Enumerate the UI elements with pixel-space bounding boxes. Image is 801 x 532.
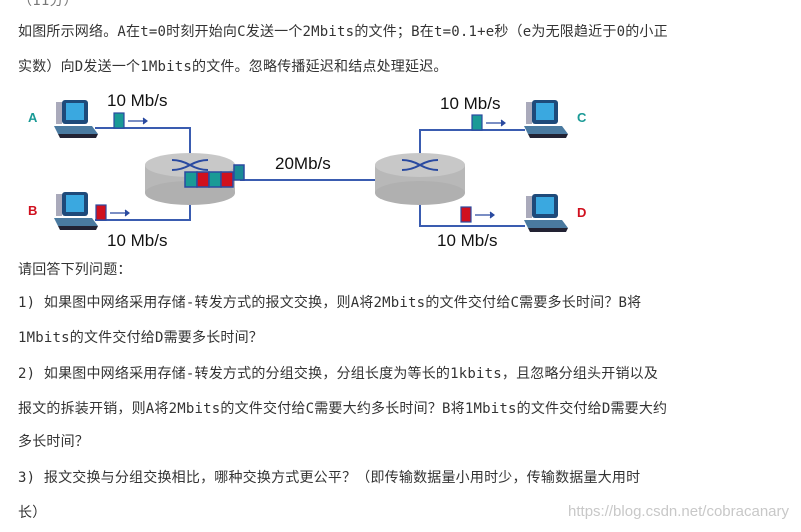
question-1-line-2: 1Mbits的文件交付给D需要多长时间？ bbox=[18, 330, 264, 346]
core-link-rate: 20Mb/s bbox=[275, 154, 331, 173]
link-c-rate: 10 Mb/s bbox=[440, 94, 500, 113]
node-b-label: B bbox=[28, 203, 37, 218]
watermark: https://blog.csdn.net/cobracanary bbox=[568, 503, 789, 520]
header-fragment: （11分） bbox=[18, 0, 78, 9]
computer-d-icon bbox=[524, 194, 568, 232]
questions-intro: 请回答下列问题： bbox=[18, 262, 132, 278]
link-a-rate: 10 Mb/s bbox=[107, 91, 167, 110]
question-2-line-1: 2) 如果图中网络采用存储-转发方式的分组交换，分组长度为等长的1kbits，且… bbox=[18, 366, 659, 382]
question-1-line-1: 1) 如果图中网络采用存储-转发方式的报文交换，则A将2Mbits的文件交付给C… bbox=[18, 295, 642, 311]
question-2-line-3: 多长时间？ bbox=[18, 434, 89, 450]
links bbox=[95, 127, 525, 227]
packets-in-flight bbox=[95, 112, 506, 223]
intro-line-1: 如图所示网络。A在t=0时刻开始向C发送一个2Mbits的文件；B在t=0.1+… bbox=[18, 24, 668, 40]
question-2-line-2: 报文的拆装开销，则A将2Mbits的文件交付给C需要大约多长时间？B将1Mbit… bbox=[18, 401, 668, 417]
computer-a-icon bbox=[54, 100, 98, 138]
computer-b-icon bbox=[54, 192, 98, 230]
node-d-label: D bbox=[577, 205, 586, 220]
router-right-icon bbox=[375, 153, 465, 205]
node-c-label: C bbox=[577, 110, 587, 125]
link-d-rate: 10 Mb/s bbox=[437, 231, 497, 250]
packet-queue bbox=[184, 164, 245, 188]
question-3-line-2: 长） bbox=[18, 505, 47, 521]
link-b-rate: 10 Mb/s bbox=[107, 231, 167, 250]
computer-c-icon bbox=[524, 100, 568, 138]
network-diagram: A B C D 10 Mb/s 10 Mb/s 10 Mb/s 10 Mb/s … bbox=[28, 91, 587, 250]
question-3-line-1: 3) 报文交换与分组交换相比，哪种交换方式更公平？（即传输数据量小用时少，传输数… bbox=[18, 470, 641, 486]
node-a-label: A bbox=[28, 110, 38, 125]
intro-line-2: 实数）向D发送一个1Mbits的文件。忽略传播延迟和结点处理延迟。 bbox=[18, 59, 448, 75]
